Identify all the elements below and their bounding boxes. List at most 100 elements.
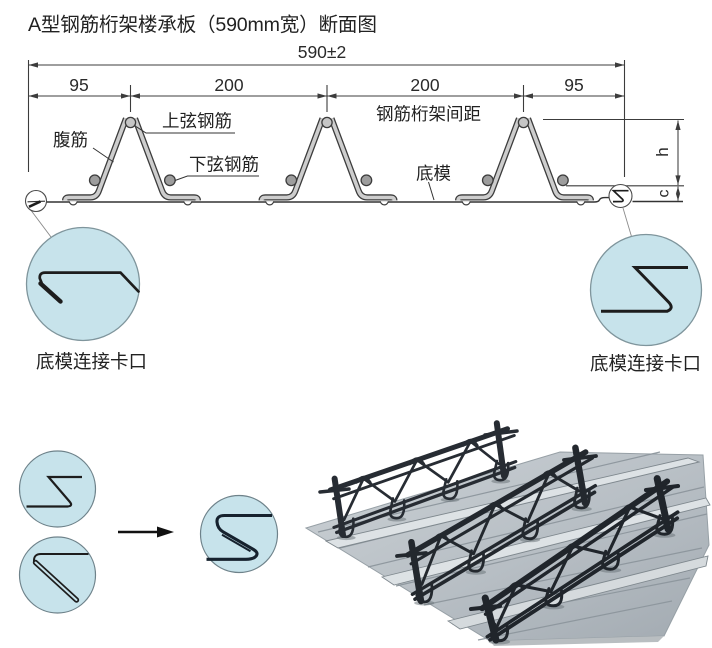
deck-truss-2-path-4: [521, 517, 540, 541]
clip-piece-a-circle-path-1: [26, 475, 82, 508]
dim-arrow-icon: [514, 93, 524, 99]
deck-truss-3-path-8: [621, 504, 639, 513]
left-clip-marker: [24, 189, 52, 238]
deck-truss-2: [395, 444, 598, 606]
deck-truss-2-path-3: [467, 549, 486, 573]
assembly-arrow-path-1: [157, 526, 174, 538]
group-line-5: [423, 547, 703, 606]
deck-truss-3-path-7: [564, 543, 582, 552]
height-dim-label: h: [653, 147, 672, 156]
deck-truss-1-line-7: [318, 487, 351, 494]
leader-lines: [92, 126, 435, 201]
diagram-title: A型钢筋桁架楼承板（590mm宽）断面图: [28, 14, 377, 36]
leader-lines-line-2: [428, 181, 435, 201]
clip-joined-circle-path-1: [206, 513, 272, 561]
dim-arrow-icon: [121, 93, 131, 99]
overall-dimension: [27, 60, 626, 177]
clip-joined-circle: [199, 494, 279, 574]
clearance-dim-label: c: [656, 190, 673, 198]
deck-truss-1-line-8: [483, 429, 519, 437]
deck-truss-1-path-3: [388, 497, 406, 520]
leader-lines-path-2: [174, 175, 259, 181]
deck-truss-2-line-3: [409, 456, 594, 566]
deck-truss-3: [468, 475, 681, 645]
deck-truss-1-line-1: [332, 460, 518, 529]
bottom-form-sheet-path-1: [45, 196, 609, 203]
dim-arrow-icon: [28, 62, 38, 68]
leader-lines-path-1: [135, 126, 235, 134]
deck-truss-3-line-5: [481, 594, 500, 644]
truss-section-middle: [262, 117, 395, 205]
deck-truss-2-path-6: [432, 533, 450, 542]
bottom-form-label: 底模: [416, 164, 451, 184]
right-callout-label: 底模连接卡口: [590, 353, 701, 374]
deck-truss-2-path-5: [573, 486, 591, 510]
deck-truss-1-line-2: [335, 465, 517, 535]
right-clip-marker-circle-1: [608, 183, 633, 209]
segment-dimension-line: [28, 85, 625, 112]
leader-lines-line-1: [92, 147, 114, 163]
left-clip-marker-path-2: [28, 200, 42, 208]
left-clip-marker-line-1: [29, 208, 52, 238]
dim-arrow-icon: [675, 186, 681, 194]
deck-truss-2-line-8: [562, 454, 598, 462]
right-clip-marker-line-1: [622, 207, 632, 237]
left-clip-marker-path-1: [27, 200, 46, 203]
deck-truss-1-path-4: [442, 478, 459, 501]
dim-200-left-label: 200: [214, 75, 243, 95]
deck-truss-3-line-1: [485, 510, 680, 639]
deck-truss-1-line-3: [332, 434, 516, 501]
deck-truss-3-path-6: [507, 582, 525, 591]
deck-truss-1: [318, 420, 519, 541]
deck-truss-2-line-7: [395, 551, 428, 558]
group-polygon-3: [446, 555, 709, 630]
clip-piece-a-circle: [18, 450, 97, 528]
deck-truss-1-path-8: [462, 438, 479, 447]
web-bar-label: 腹筋: [53, 130, 88, 150]
deck-truss-2-line-2: [413, 490, 597, 602]
dim-200-right-label: 200: [410, 75, 439, 95]
left-callout-label: 底模连接卡口: [36, 351, 147, 372]
truss-spacing-label: 钢筋桁架间距: [376, 104, 481, 124]
truss-section-right: [458, 117, 591, 205]
deck-truss-3-line-2: [488, 516, 680, 642]
deck-truss-3-line-8: [643, 483, 681, 493]
deck-truss-3-path-4: [601, 549, 620, 571]
left-detail-callout: [25, 226, 141, 342]
clip-joined-circle-circle-1: [199, 494, 279, 574]
left-detail-callout-path-2: [38, 281, 63, 304]
dim-arrow-icon: [675, 193, 681, 201]
dim-arrow-icon: [675, 120, 681, 130]
clip-piece-b-circle: [18, 536, 97, 614]
deck-truss-3-path-3: [544, 587, 564, 608]
right-clip-marker: [608, 183, 633, 237]
product-photo: [304, 420, 711, 646]
deck-truss-2-path-7: [486, 501, 504, 510]
deck-truss-3-line-7: [468, 603, 503, 612]
product-photo-path-1: [490, 636, 664, 646]
dim-arrow-icon: [28, 93, 38, 99]
deck-truss-2-line-1: [410, 484, 597, 596]
deck-truss-1-path-7: [408, 457, 426, 466]
left-detail-callout-path-1: [38, 271, 140, 293]
deck-truss-2-path-8: [540, 470, 558, 479]
assembly-arrow: [118, 526, 174, 538]
left-detail-callout-circle-1: [25, 226, 141, 342]
group-line-7: [477, 600, 673, 641]
deck-truss-1-path-6: [355, 475, 372, 484]
dim-95-right-label: 95: [564, 75, 583, 95]
right-detail-callout: [589, 233, 703, 347]
dim-arrow-icon: [317, 93, 327, 99]
clip-piece-b-circle-path-3: [34, 561, 78, 601]
bottom-chord-label: 下弦钢筋: [189, 155, 259, 175]
dim-arrow-icon: [675, 175, 681, 185]
dim-590-label: 590±2: [298, 42, 347, 62]
top-chord-label: 上弦钢筋: [162, 111, 232, 131]
right-detail-callout-path-1: [601, 266, 688, 313]
dim-95-left-label: 95: [69, 75, 88, 95]
right-clip-marker-path-1: [611, 189, 629, 203]
dim-arrow-icon: [615, 93, 625, 99]
deck-truss-1-path-5: [492, 459, 510, 482]
